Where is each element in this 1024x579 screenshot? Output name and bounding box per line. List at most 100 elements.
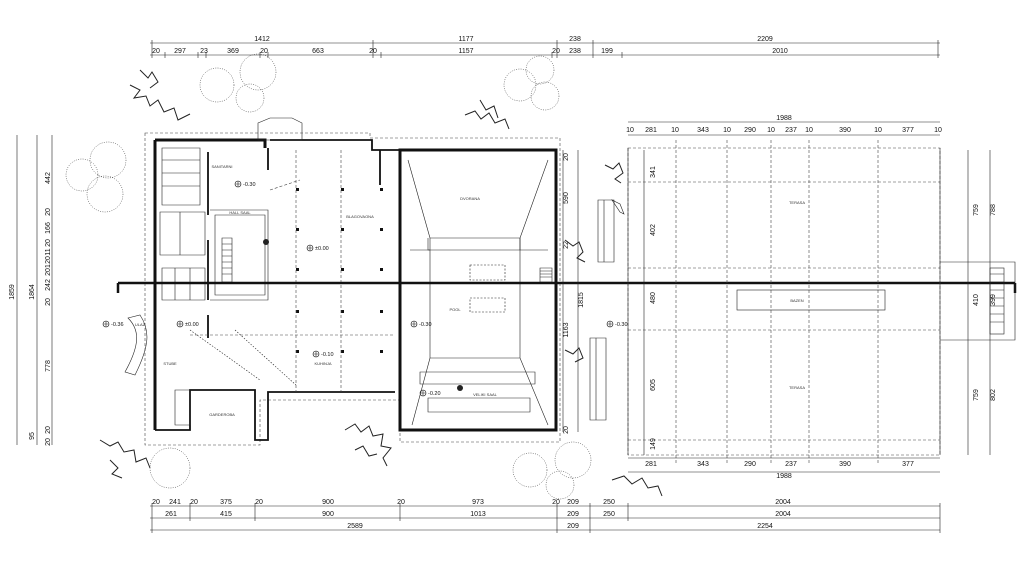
dim-b1-7: 973: [472, 499, 484, 506]
dim-b2-5: 250: [603, 511, 615, 518]
dim-b1-5: 900: [322, 499, 334, 506]
dim-terrace-t6: 10: [767, 127, 775, 134]
dim-b1-3: 375: [220, 499, 232, 506]
room-label-wc: SANITARNI: [211, 164, 232, 169]
dim-terrace-t8: 10: [805, 127, 813, 134]
tree-cluster-left: [65, 141, 127, 213]
dim-terrace-b2: 290: [744, 461, 756, 468]
dim-left-20a: 20: [45, 208, 52, 216]
dim-terr-605: 605: [650, 379, 657, 391]
dim-b1-9: 209: [567, 499, 579, 506]
level-text-2: ±0.00: [315, 246, 329, 252]
dim-right-410: 410: [973, 294, 980, 306]
level-marker: -0.30: [234, 180, 256, 188]
dim-top2-11: 2010: [772, 48, 788, 55]
dim-b1-11: 2004: [775, 499, 791, 506]
piano-icon: [457, 385, 463, 391]
terrace-wall-top: [597, 199, 615, 263]
dim-left-20e: 20: [45, 426, 52, 434]
dim-terr-480: 480: [650, 292, 657, 304]
dim-b2-1: 415: [220, 511, 232, 518]
dim-top2-1: 297: [174, 48, 186, 55]
dim-b3-2254: 2254: [757, 523, 773, 530]
tree-cluster-top-middle: [464, 55, 560, 130]
ramp-diagonals: [189, 329, 297, 386]
entrance-ramp: [124, 314, 148, 376]
bench-top: [611, 199, 625, 215]
level-text-4: ±0.00: [185, 322, 199, 328]
wardrobe-block: [174, 389, 191, 426]
landscape-trees: [65, 53, 663, 500]
dim-top2-3: 369: [227, 48, 239, 55]
dim-terrace-t12: 10: [934, 127, 942, 134]
dim-left-201: 201: [45, 264, 52, 276]
dim-mid-20b: 20: [563, 426, 570, 434]
tree-cluster-bottom-middle: [512, 441, 663, 500]
dim-terrace-1988-top: 1988: [776, 115, 792, 122]
bottom-dimension-chains: 20 241 20 375 20 900 20 973 20 209 250 2…: [150, 499, 941, 533]
dim-b1-10: 250: [603, 499, 615, 506]
level-text-3: -0.36: [111, 322, 124, 328]
dim-terrace-t7: 237: [785, 127, 797, 134]
dim-top2-7: 1157: [458, 48, 473, 55]
level-text-7: -0.20: [428, 391, 441, 397]
dim-top2-9: 238: [569, 48, 581, 55]
dim-terrace-t9: 390: [839, 127, 851, 134]
left-dimension-chains: 1859 1864 442 20 166 20 11 20 201 242 20…: [9, 135, 53, 446]
dim-terrace-t4: 10: [723, 127, 731, 134]
structural-grid: [190, 150, 395, 392]
dim-terr-402: 402: [650, 224, 657, 236]
room-label-terrace-bottom: TERASA: [789, 385, 805, 390]
dim-top2-4: 20: [260, 48, 268, 55]
room-label-wardrobe: GARDEROBA: [209, 412, 235, 417]
right-extension: [940, 261, 1016, 341]
dim-left-1859: 1859: [9, 284, 16, 300]
hall-outline: [210, 209, 269, 301]
terrace: [589, 140, 1016, 465]
dim-terrace-b0: 281: [645, 461, 657, 468]
room-label-stage: VELIKI SAAL: [473, 392, 498, 397]
north-wall: [270, 139, 400, 151]
furniture-icons: [263, 239, 463, 391]
dim-left-166: 166: [45, 222, 52, 234]
level-marker: ±0.00: [306, 244, 329, 252]
dim-mid-20a: 20: [563, 153, 570, 161]
level-text-6: -0.10: [321, 352, 334, 358]
hall-inner: [214, 214, 266, 296]
dim-b2-3: 1013: [470, 511, 486, 518]
dim-b2-4: 209: [567, 511, 579, 518]
room-label-stair: STUBE: [163, 361, 177, 366]
dim-top2-0: 20: [152, 48, 160, 55]
level-marker: -0.20: [419, 389, 441, 397]
dim-b2-0: 261: [165, 511, 177, 518]
level-marker: ±0.00: [176, 320, 199, 328]
dim-mid-22: 22: [563, 241, 570, 249]
dim-terrace-t0: 10: [626, 127, 634, 134]
dim-b3-2589: 2589: [347, 523, 363, 530]
dim-top2-8: 20: [552, 48, 560, 55]
grand-hall-interior: [407, 159, 553, 426]
dim-terrace-b1: 343: [697, 461, 709, 468]
level-text-5: -0.30: [419, 322, 432, 328]
dim-terrace-b5: 377: [902, 461, 914, 468]
dim-left-20f: 20: [45, 438, 52, 446]
dim-terrace-1988-bottom: 1988: [776, 473, 792, 480]
dim-left-242: 242: [45, 279, 52, 291]
dim-mid-1163: 1163: [563, 322, 570, 337]
dim-terrace-t5: 290: [744, 127, 756, 134]
room-label-basin: BAZEN: [790, 298, 803, 303]
level-marker: -0.36: [102, 320, 124, 328]
dim-terrace-t11: 377: [902, 127, 914, 134]
room-label-main-hall: DVORANA: [460, 196, 480, 201]
dim-mid-590: 590: [563, 192, 570, 204]
dim-mid-1815: 1815: [578, 292, 585, 308]
terrace-dimension-bottom: 281 343 290 237 390 377 1988: [628, 457, 940, 480]
terrace-dimension-top: 1988 10 281 10 343 10 290 10 237 10 390 …: [626, 115, 942, 136]
toilet-block: [159, 147, 206, 301]
dim-terrace-t1: 281: [645, 127, 657, 134]
dim-b2-2: 900: [322, 511, 334, 518]
section-line: [116, 281, 1017, 293]
dim-top-2209: 2209: [757, 36, 773, 43]
dim-left-95: 95: [29, 432, 36, 440]
